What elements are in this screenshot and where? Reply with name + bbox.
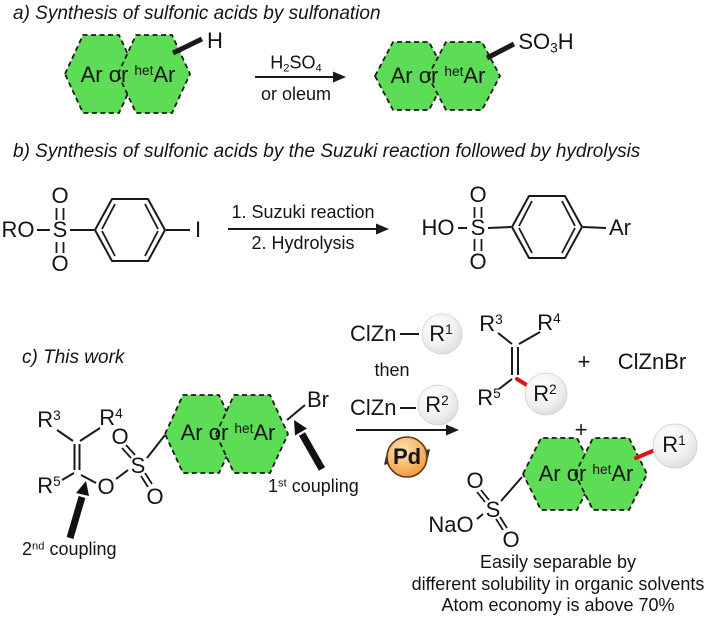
r2-reagent-circle bbox=[417, 384, 459, 426]
plus-sign-2: + bbox=[574, 417, 588, 442]
label-r1-reagent: R1 bbox=[429, 321, 453, 346]
bond-to-br bbox=[286, 404, 306, 421]
hexagon-label-c-substrate: Ar or hetAr bbox=[180, 420, 276, 445]
reaction-arrow-b bbox=[228, 223, 389, 235]
atom-iodine: I bbox=[194, 217, 202, 242]
hexagon-pair-c-product bbox=[522, 437, 648, 511]
atom-o-bottom-b-product: O bbox=[469, 249, 487, 274]
group-ro: RO bbox=[1, 217, 35, 242]
condition-step1: 1. Suzuki reaction bbox=[231, 202, 375, 222]
hexagon-label-a-product: Ar or hetAr bbox=[390, 63, 486, 88]
atom-o-bottom-c-substrate: O bbox=[146, 484, 164, 509]
annotation-arrow-second-coupling bbox=[66, 481, 89, 539]
label-r4-substrate: R4 bbox=[99, 405, 123, 430]
atom-o-top-c-substrate: O bbox=[111, 424, 129, 449]
label-r2-product: R2 bbox=[533, 381, 557, 406]
reagent-clzn-2: ClZn bbox=[350, 395, 397, 420]
section-a-title: a) Synthesis of sulfonic acids by sulfon… bbox=[13, 3, 381, 24]
label-then: then bbox=[374, 360, 410, 380]
label-r3-product: R3 bbox=[479, 311, 503, 336]
caption-line-1: Easily separable by bbox=[479, 552, 637, 572]
bond-to-so3h bbox=[485, 41, 516, 61]
bond-to-h bbox=[171, 36, 204, 56]
plus-sign-1: + bbox=[577, 349, 591, 374]
atom-h: H bbox=[207, 28, 223, 53]
atom-o-top-b-substrate: O bbox=[51, 183, 69, 208]
pd-catalyst-ball bbox=[384, 436, 430, 478]
hexagon-pair-c-substrate bbox=[164, 394, 289, 474]
label-r4-product: R4 bbox=[537, 310, 561, 335]
label-r5-substrate: R5 bbox=[37, 473, 61, 498]
reaction-arrow-c bbox=[356, 424, 459, 436]
label-r2-reagent: R2 bbox=[425, 392, 449, 417]
group-ho: HO bbox=[421, 215, 455, 240]
label-pd-catalyst: Pd bbox=[392, 444, 422, 469]
condition-or-oleum: or oleum bbox=[260, 84, 332, 104]
sodium-sulfonate-group bbox=[476, 476, 523, 531]
atom-s-b-product: S bbox=[470, 215, 486, 240]
label-r1-product: R1 bbox=[662, 432, 686, 457]
atom-s-b-substrate: S bbox=[52, 217, 68, 242]
reaction-arrow-a bbox=[255, 71, 346, 83]
sulfonic-acid-b bbox=[458, 195, 607, 259]
reagent-h2so4: H2SO4 bbox=[270, 52, 322, 75]
byproduct-clznbr: ClZnBr bbox=[617, 349, 687, 374]
atom-o-bottom-sulfonate: O bbox=[502, 527, 520, 552]
group-nao: NaO bbox=[428, 512, 474, 537]
hexagon-label-c-product: Ar or hetAr bbox=[538, 461, 634, 486]
label-r5-product: R5 bbox=[477, 385, 501, 410]
hexagon-pair-a-substrate bbox=[64, 34, 191, 114]
reagent-clzn-1: ClZn bbox=[350, 321, 397, 346]
annotation-arrow-first-coupling bbox=[294, 420, 326, 471]
atom-o-top-sulfonate: O bbox=[466, 468, 484, 493]
atom-o-ester: O bbox=[97, 474, 115, 499]
atom-s-c-substrate: S bbox=[130, 453, 146, 478]
annotation-first-coupling: 1st coupling bbox=[268, 476, 359, 496]
enol-sulfonate-substrate bbox=[56, 427, 166, 488]
group-so3h: SO3H bbox=[518, 28, 574, 56]
condition-step2: 2. Hydrolysis bbox=[251, 233, 355, 253]
group-ar: Ar bbox=[609, 215, 631, 240]
r1-reagent-circle bbox=[421, 313, 463, 355]
atom-o-top-b-product: O bbox=[469, 182, 487, 207]
atom-br: Br bbox=[307, 387, 329, 412]
label-r3-substrate: R3 bbox=[37, 407, 61, 432]
atom-s-sulfonate: S bbox=[485, 497, 501, 522]
caption-line-2: different solubility in organic solvents bbox=[411, 574, 705, 594]
sulfonate-ester-b bbox=[37, 198, 190, 262]
section-b-title: b) Synthesis of sulfonic acids by the Su… bbox=[13, 141, 641, 162]
alkene-product bbox=[497, 331, 541, 390]
hexagon-label-a-substrate: Ar or hetAr bbox=[80, 62, 176, 87]
section-c-title: c) This work bbox=[22, 347, 125, 368]
annotation-second-coupling: 2nd coupling bbox=[22, 539, 117, 559]
new-bond-r1-red bbox=[634, 448, 657, 460]
atom-o-bottom-b-substrate: O bbox=[51, 251, 69, 276]
r1-product-circle bbox=[652, 423, 698, 469]
r2-product-circle bbox=[524, 372, 568, 416]
caption-line-3: Atom economy is above 70% bbox=[441, 595, 675, 615]
hexagon-pair-a-product bbox=[374, 41, 501, 111]
